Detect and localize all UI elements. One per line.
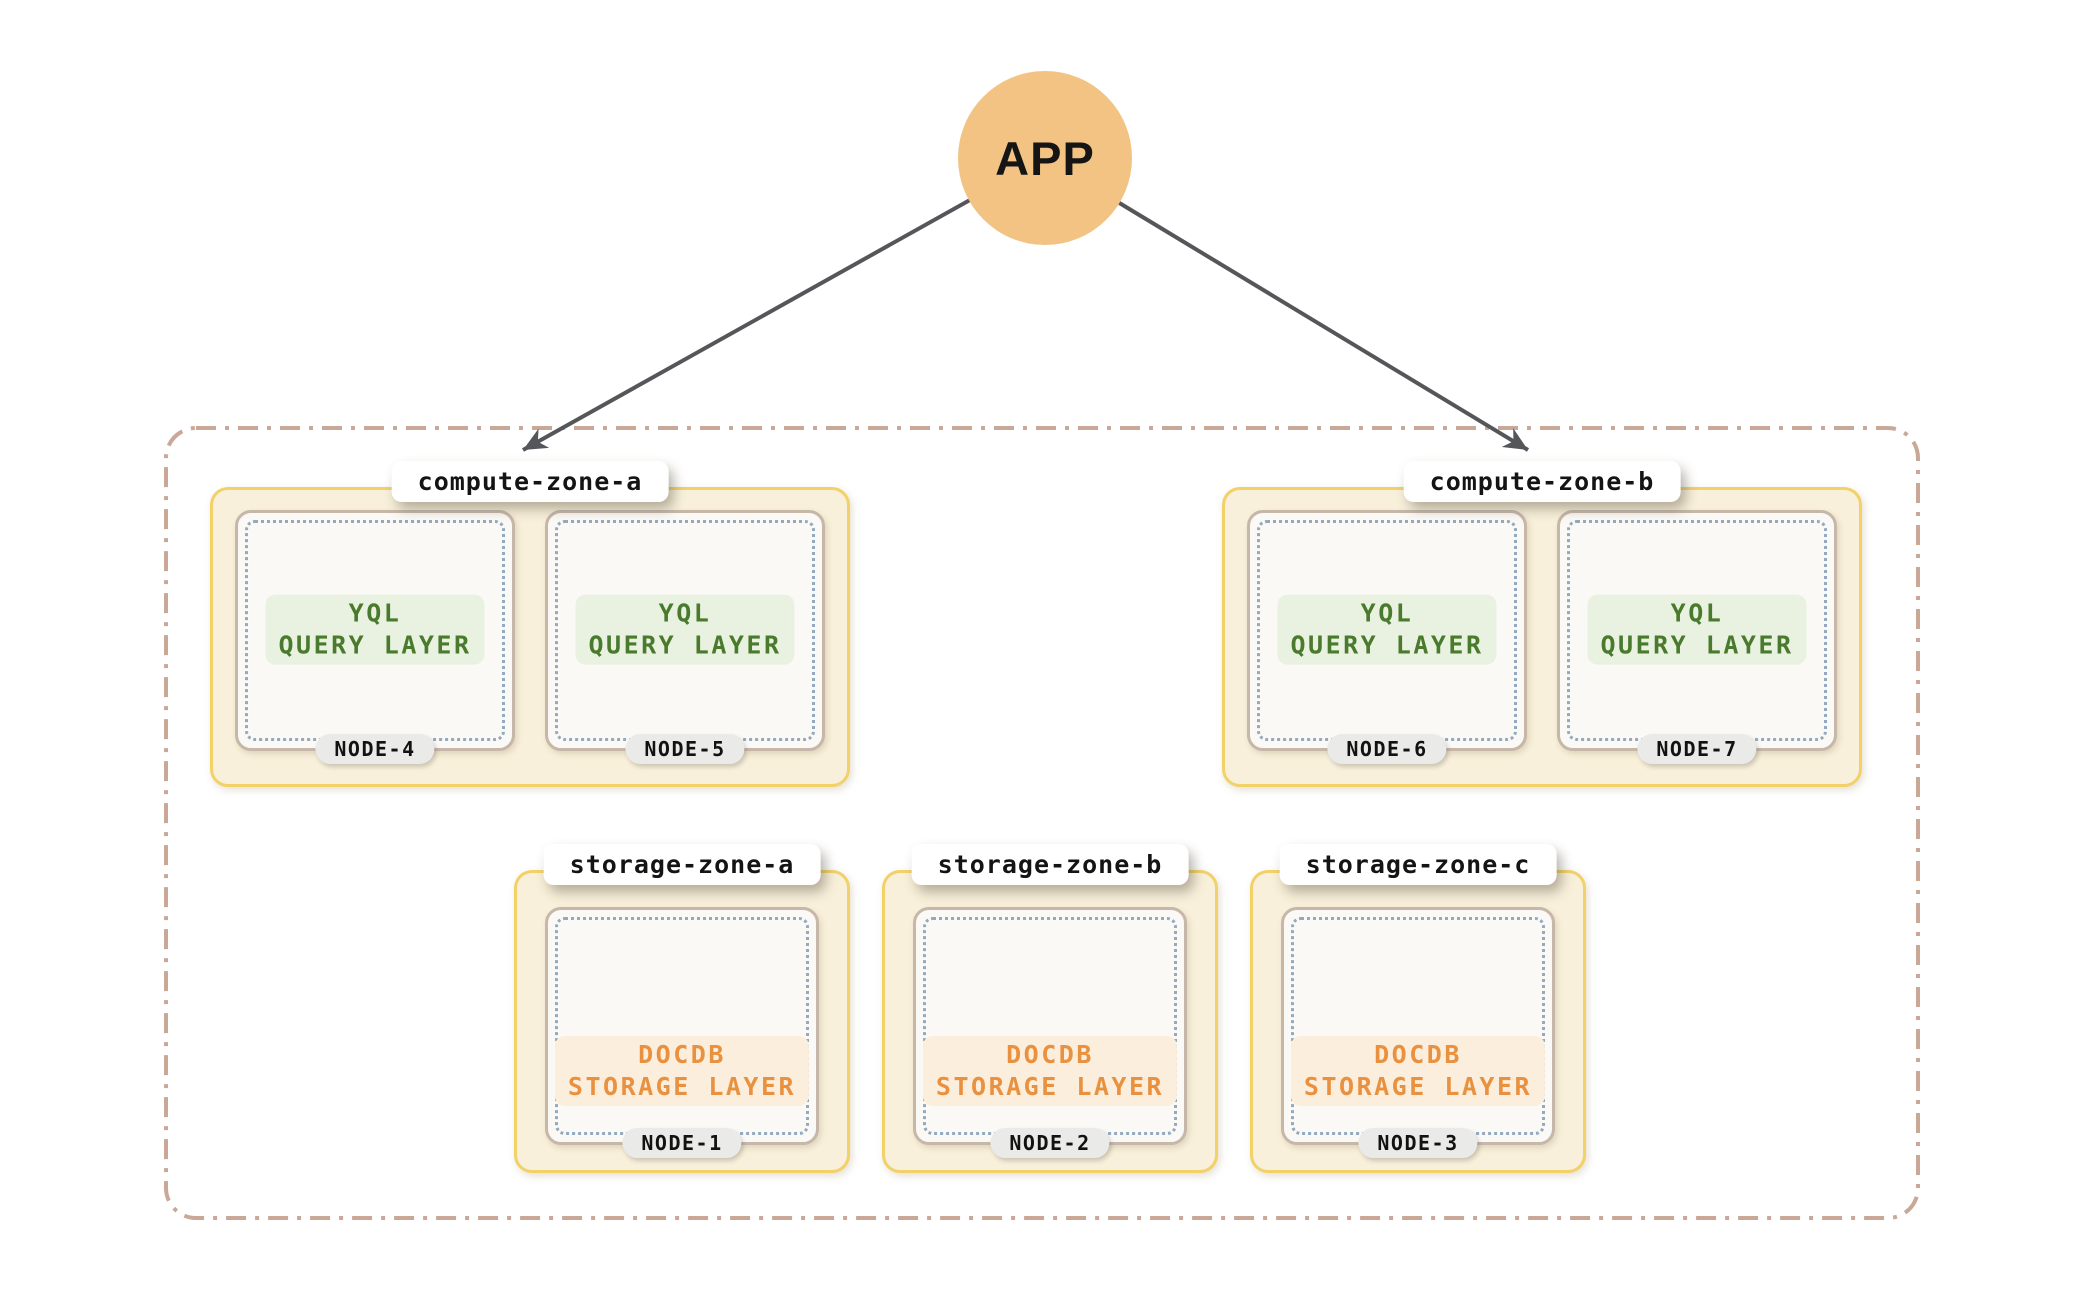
node-name-badge: NODE-2 [990,1128,1110,1158]
layer-line: DOCDB [1006,1040,1094,1069]
zone-body: YQL QUERY LAYER NODE-4 YQL QUERY LAYER N… [213,490,847,784]
zone-label: compute-zone-a [391,461,669,502]
arrow-app-to-compute-zone-b [1043,156,1530,452]
app-node: APP [958,71,1132,245]
yql-query-layer-chip: YQL QUERY LAYER [1587,594,1807,665]
node-name-badge: NODE-5 [625,734,745,764]
docdb-storage-layer-chip: DOCDB STORAGE LAYER [922,1036,1178,1106]
zone-compute-zone-a: compute-zone-a YQL QUERY LAYER NODE-4 YQ… [210,461,850,787]
zone-label: storage-zone-b [911,844,1189,885]
yql-query-layer-chip: YQL QUERY LAYER [1277,594,1497,665]
zone-body: DOCDB STORAGE LAYER NODE-3 [1253,873,1583,1170]
layer-line: QUERY LAYER [588,630,782,660]
cluster-dashed-border [164,426,1920,1220]
zone-label: compute-zone-b [1403,461,1681,502]
layer-line: YQL [1360,598,1414,628]
zone-body: YQL QUERY LAYER NODE-6 YQL QUERY LAYER N… [1225,490,1859,784]
zone-label: storage-zone-c [1279,844,1557,885]
node-7: YQL QUERY LAYER NODE-7 [1557,510,1837,764]
zone-label: storage-zone-a [543,844,821,885]
yql-query-layer-chip: YQL QUERY LAYER [265,594,485,665]
layer-line: DOCDB [1374,1040,1462,1069]
node-5: YQL QUERY LAYER NODE-5 [545,510,825,764]
zone-storage-zone-b: storage-zone-b DOCDB STORAGE LAYER NODE-… [882,844,1218,1173]
node-name-badge: NODE-3 [1358,1128,1478,1158]
node-6: YQL QUERY LAYER NODE-6 [1247,510,1527,764]
zone-body: DOCDB STORAGE LAYER NODE-1 [517,873,847,1170]
layer-line: STORAGE LAYER [935,1072,1165,1101]
node-name-badge: NODE-7 [1637,734,1757,764]
layer-line: YQL [1670,598,1724,628]
docdb-storage-layer-chip: DOCDB STORAGE LAYER [1290,1036,1546,1106]
app-label: APP [995,131,1095,185]
yql-query-layer-chip: YQL QUERY LAYER [575,594,795,665]
node-1: DOCDB STORAGE LAYER NODE-1 [545,907,819,1158]
layer-line: QUERY LAYER [1600,630,1794,660]
layer-line: QUERY LAYER [278,630,472,660]
arrow-app-to-compute-zone-a [522,156,1046,452]
node-name-badge: NODE-6 [1327,734,1447,764]
zone-body: DOCDB STORAGE LAYER NODE-2 [885,873,1215,1170]
node-name-badge: NODE-4 [315,734,435,764]
node-4: YQL QUERY LAYER NODE-4 [235,510,515,764]
node-2: DOCDB STORAGE LAYER NODE-2 [913,907,1187,1158]
layer-line: STORAGE LAYER [1303,1072,1533,1101]
node-name-badge: NODE-1 [622,1128,742,1158]
docdb-storage-layer-chip: DOCDB STORAGE LAYER [554,1036,810,1106]
zone-compute-zone-b: compute-zone-b YQL QUERY LAYER NODE-6 YQ… [1222,461,1862,787]
layer-line: DOCDB [638,1040,726,1069]
zone-storage-zone-a: storage-zone-a DOCDB STORAGE LAYER NODE-… [514,844,850,1173]
zone-storage-zone-c: storage-zone-c DOCDB STORAGE LAYER NODE-… [1250,844,1586,1173]
layer-line: YQL [658,598,712,628]
layer-line: YQL [348,598,402,628]
node-3: DOCDB STORAGE LAYER NODE-3 [1281,907,1555,1158]
layer-line: QUERY LAYER [1290,630,1484,660]
layer-line: STORAGE LAYER [567,1072,797,1101]
